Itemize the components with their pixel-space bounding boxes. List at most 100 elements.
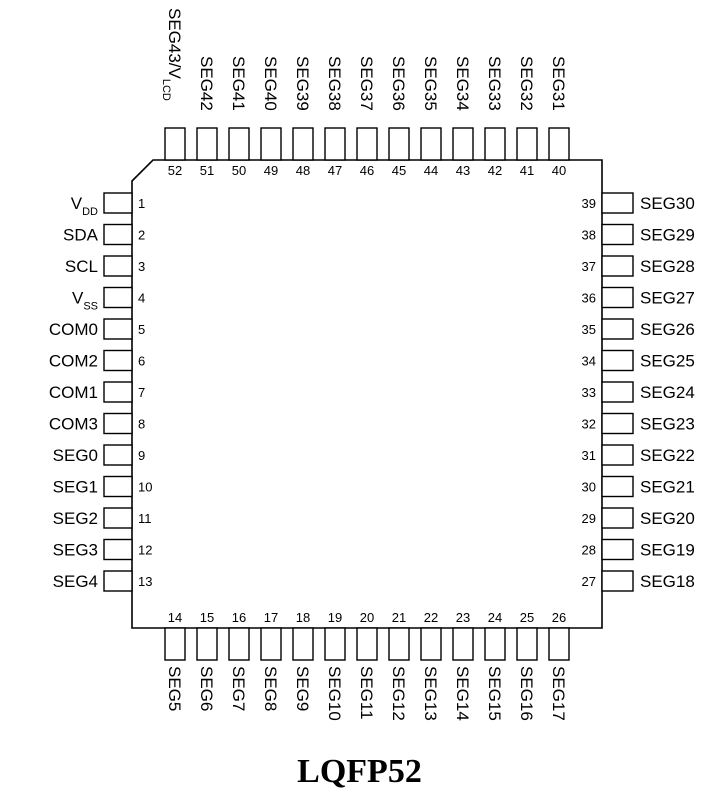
pin-label: VSS [72, 289, 98, 313]
pin-number: 19 [328, 610, 342, 625]
pin-lead [484, 127, 506, 161]
pin-lead [601, 538, 634, 561]
pin-number: 50 [232, 163, 246, 178]
pin-label: COM2 [49, 352, 98, 371]
pin-lead [103, 570, 133, 592]
pin-number: 38 [582, 228, 596, 243]
pin-number: 13 [138, 574, 152, 589]
pin-label: SEG29 [640, 226, 695, 245]
pin-lead [548, 127, 570, 161]
pin-lead [103, 538, 133, 561]
pin-lead [103, 286, 133, 309]
pin-lead [601, 349, 634, 372]
pin-number: 30 [582, 480, 596, 495]
pin-label: SEG18 [640, 572, 695, 591]
pin-number: 17 [264, 610, 278, 625]
pin-number: 47 [328, 163, 342, 178]
pin-lead [228, 127, 250, 161]
pin-label: SEG1 [53, 478, 98, 497]
pin-lead [196, 627, 218, 661]
pin-number: 34 [582, 354, 596, 369]
pin-number: 40 [552, 163, 566, 178]
pin-label: SEG11 [357, 666, 376, 720]
pin-label: SEG7 [229, 666, 248, 711]
pin-number: 31 [582, 448, 596, 463]
pin-label: SEG20 [640, 509, 695, 528]
pin-number: 16 [232, 610, 246, 625]
pin-lead [103, 412, 133, 435]
pin-lead [260, 627, 282, 661]
pin-lead [164, 127, 186, 161]
pin-number: 8 [138, 417, 145, 432]
pin-number: 21 [392, 610, 406, 625]
pin-number: 10 [138, 480, 152, 495]
pin-lead [356, 127, 378, 161]
pin-number: 36 [582, 291, 596, 306]
pin-number: 22 [424, 610, 438, 625]
pin-lead [601, 223, 634, 246]
pin-number: 5 [138, 322, 145, 337]
pin-lead [601, 507, 634, 529]
pin-number: 32 [582, 417, 596, 432]
pin-label: COM1 [49, 383, 98, 402]
pin-number: 35 [582, 322, 596, 337]
pin-lead [356, 627, 378, 661]
pin-number: 15 [200, 610, 214, 625]
pin-lead [548, 627, 570, 661]
pin-label: SEG15 [485, 666, 504, 721]
pin-label: SEG41 [229, 56, 248, 111]
pin-lead [601, 286, 634, 309]
pin-label: SEG19 [640, 541, 695, 560]
pin-label: SEG13 [421, 666, 440, 721]
pin-lead [516, 627, 538, 661]
pin-label: SCL [65, 257, 98, 276]
pin-lead [196, 127, 218, 161]
pin-number: 3 [138, 259, 145, 274]
pin-label: COM3 [49, 415, 98, 434]
pin-7: 7 COM1 [49, 381, 145, 403]
pin-label: SEG30 [640, 194, 695, 213]
pin-label: SEG25 [640, 352, 695, 371]
pin-label: SEG26 [640, 320, 695, 339]
pin-lead [292, 627, 314, 661]
pin-label: COM0 [49, 320, 98, 339]
pin-number: 42 [488, 163, 502, 178]
pin-lead [601, 255, 634, 277]
pin-lead [601, 570, 634, 592]
pin-lead [103, 192, 133, 214]
chip-body [131, 159, 603, 629]
pin-lead [388, 627, 410, 661]
pin-number: 2 [138, 228, 145, 243]
pin-label: SEG24 [640, 383, 695, 402]
pin-lead [601, 475, 634, 498]
pin-lead [601, 381, 634, 403]
pin-number: 7 [138, 385, 145, 400]
pin-number: 45 [392, 163, 406, 178]
